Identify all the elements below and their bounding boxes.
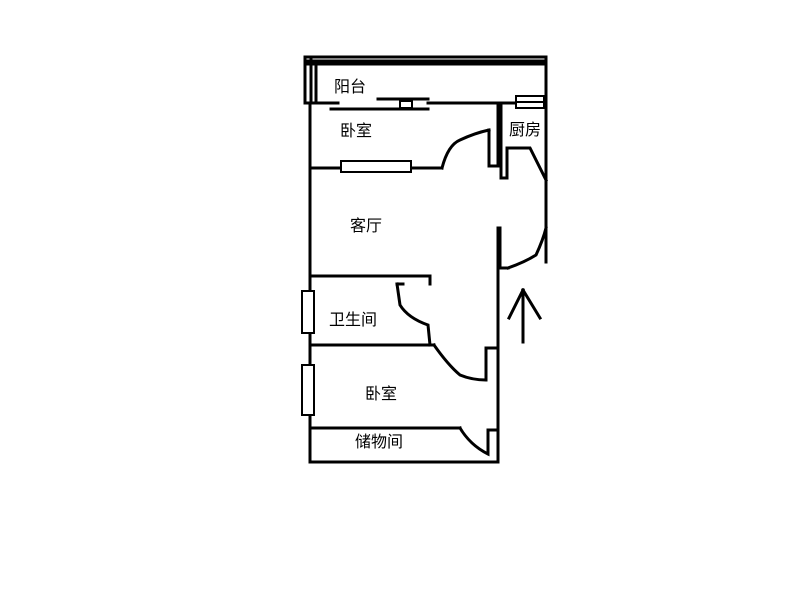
- room-label-kitchen: 厨房: [509, 120, 542, 139]
- balcony-walls: [303, 55, 548, 108]
- balcony-divider: [303, 97, 548, 111]
- storage-door: [457, 425, 500, 457]
- room-label-bedroom-bottom: 卧室: [365, 384, 398, 403]
- room-label-storage: 储物间: [355, 432, 404, 451]
- room-label-living-room: 客厅: [350, 216, 383, 235]
- entrance-door: [506, 226, 548, 270]
- bathroom-door: [395, 282, 432, 347]
- kitchen-door: [505, 146, 549, 183]
- room-label-bathroom: 卫生间: [329, 310, 378, 329]
- room-label-balcony: 阳台: [334, 77, 367, 96]
- entrance-arrow-icon: [506, 287, 543, 344]
- bedroom-top-window: [340, 160, 412, 173]
- room-label-bedroom-top: 卧室: [340, 121, 373, 140]
- bedroom-top-door: [440, 128, 491, 170]
- bedroom-bottom-window: [301, 364, 315, 416]
- bedroom-bottom-door: [431, 342, 500, 382]
- bathroom-window: [301, 290, 315, 334]
